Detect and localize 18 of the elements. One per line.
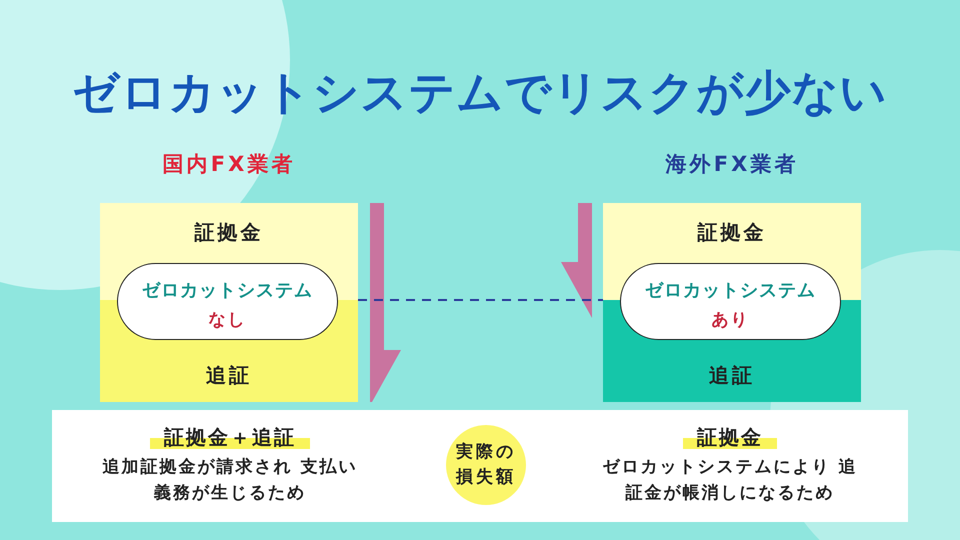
panel-heading: 国内FX業者 (162, 151, 296, 178)
band-label: 追証 (205, 362, 253, 389)
title: ゼロカットシステムでリスクが少ない (72, 64, 888, 121)
comparison-panel (603, 150, 861, 402)
circle-label: 実際の損失額 (456, 440, 516, 489)
comparison-panel (100, 150, 358, 402)
result-panel (52, 410, 908, 522)
pill-title: ゼロカットシステム (644, 279, 817, 302)
result-explanation: 追加証拠金が請求され 支払い義務が生じるため (102, 457, 358, 504)
band-label: 追証 (708, 362, 756, 389)
pill-status: あり (710, 309, 750, 331)
dashed-line (358, 299, 603, 301)
pill-status: なし (208, 309, 248, 331)
band-label: 証拠金 (193, 219, 264, 246)
pill-title: ゼロカットシステム (141, 279, 314, 302)
band-label: 証拠金 (696, 219, 768, 246)
result-explanation: ゼロカットシステムにより 追証金が帳消しになるため (602, 457, 858, 504)
panel-heading: 海外FX業者 (664, 151, 800, 178)
